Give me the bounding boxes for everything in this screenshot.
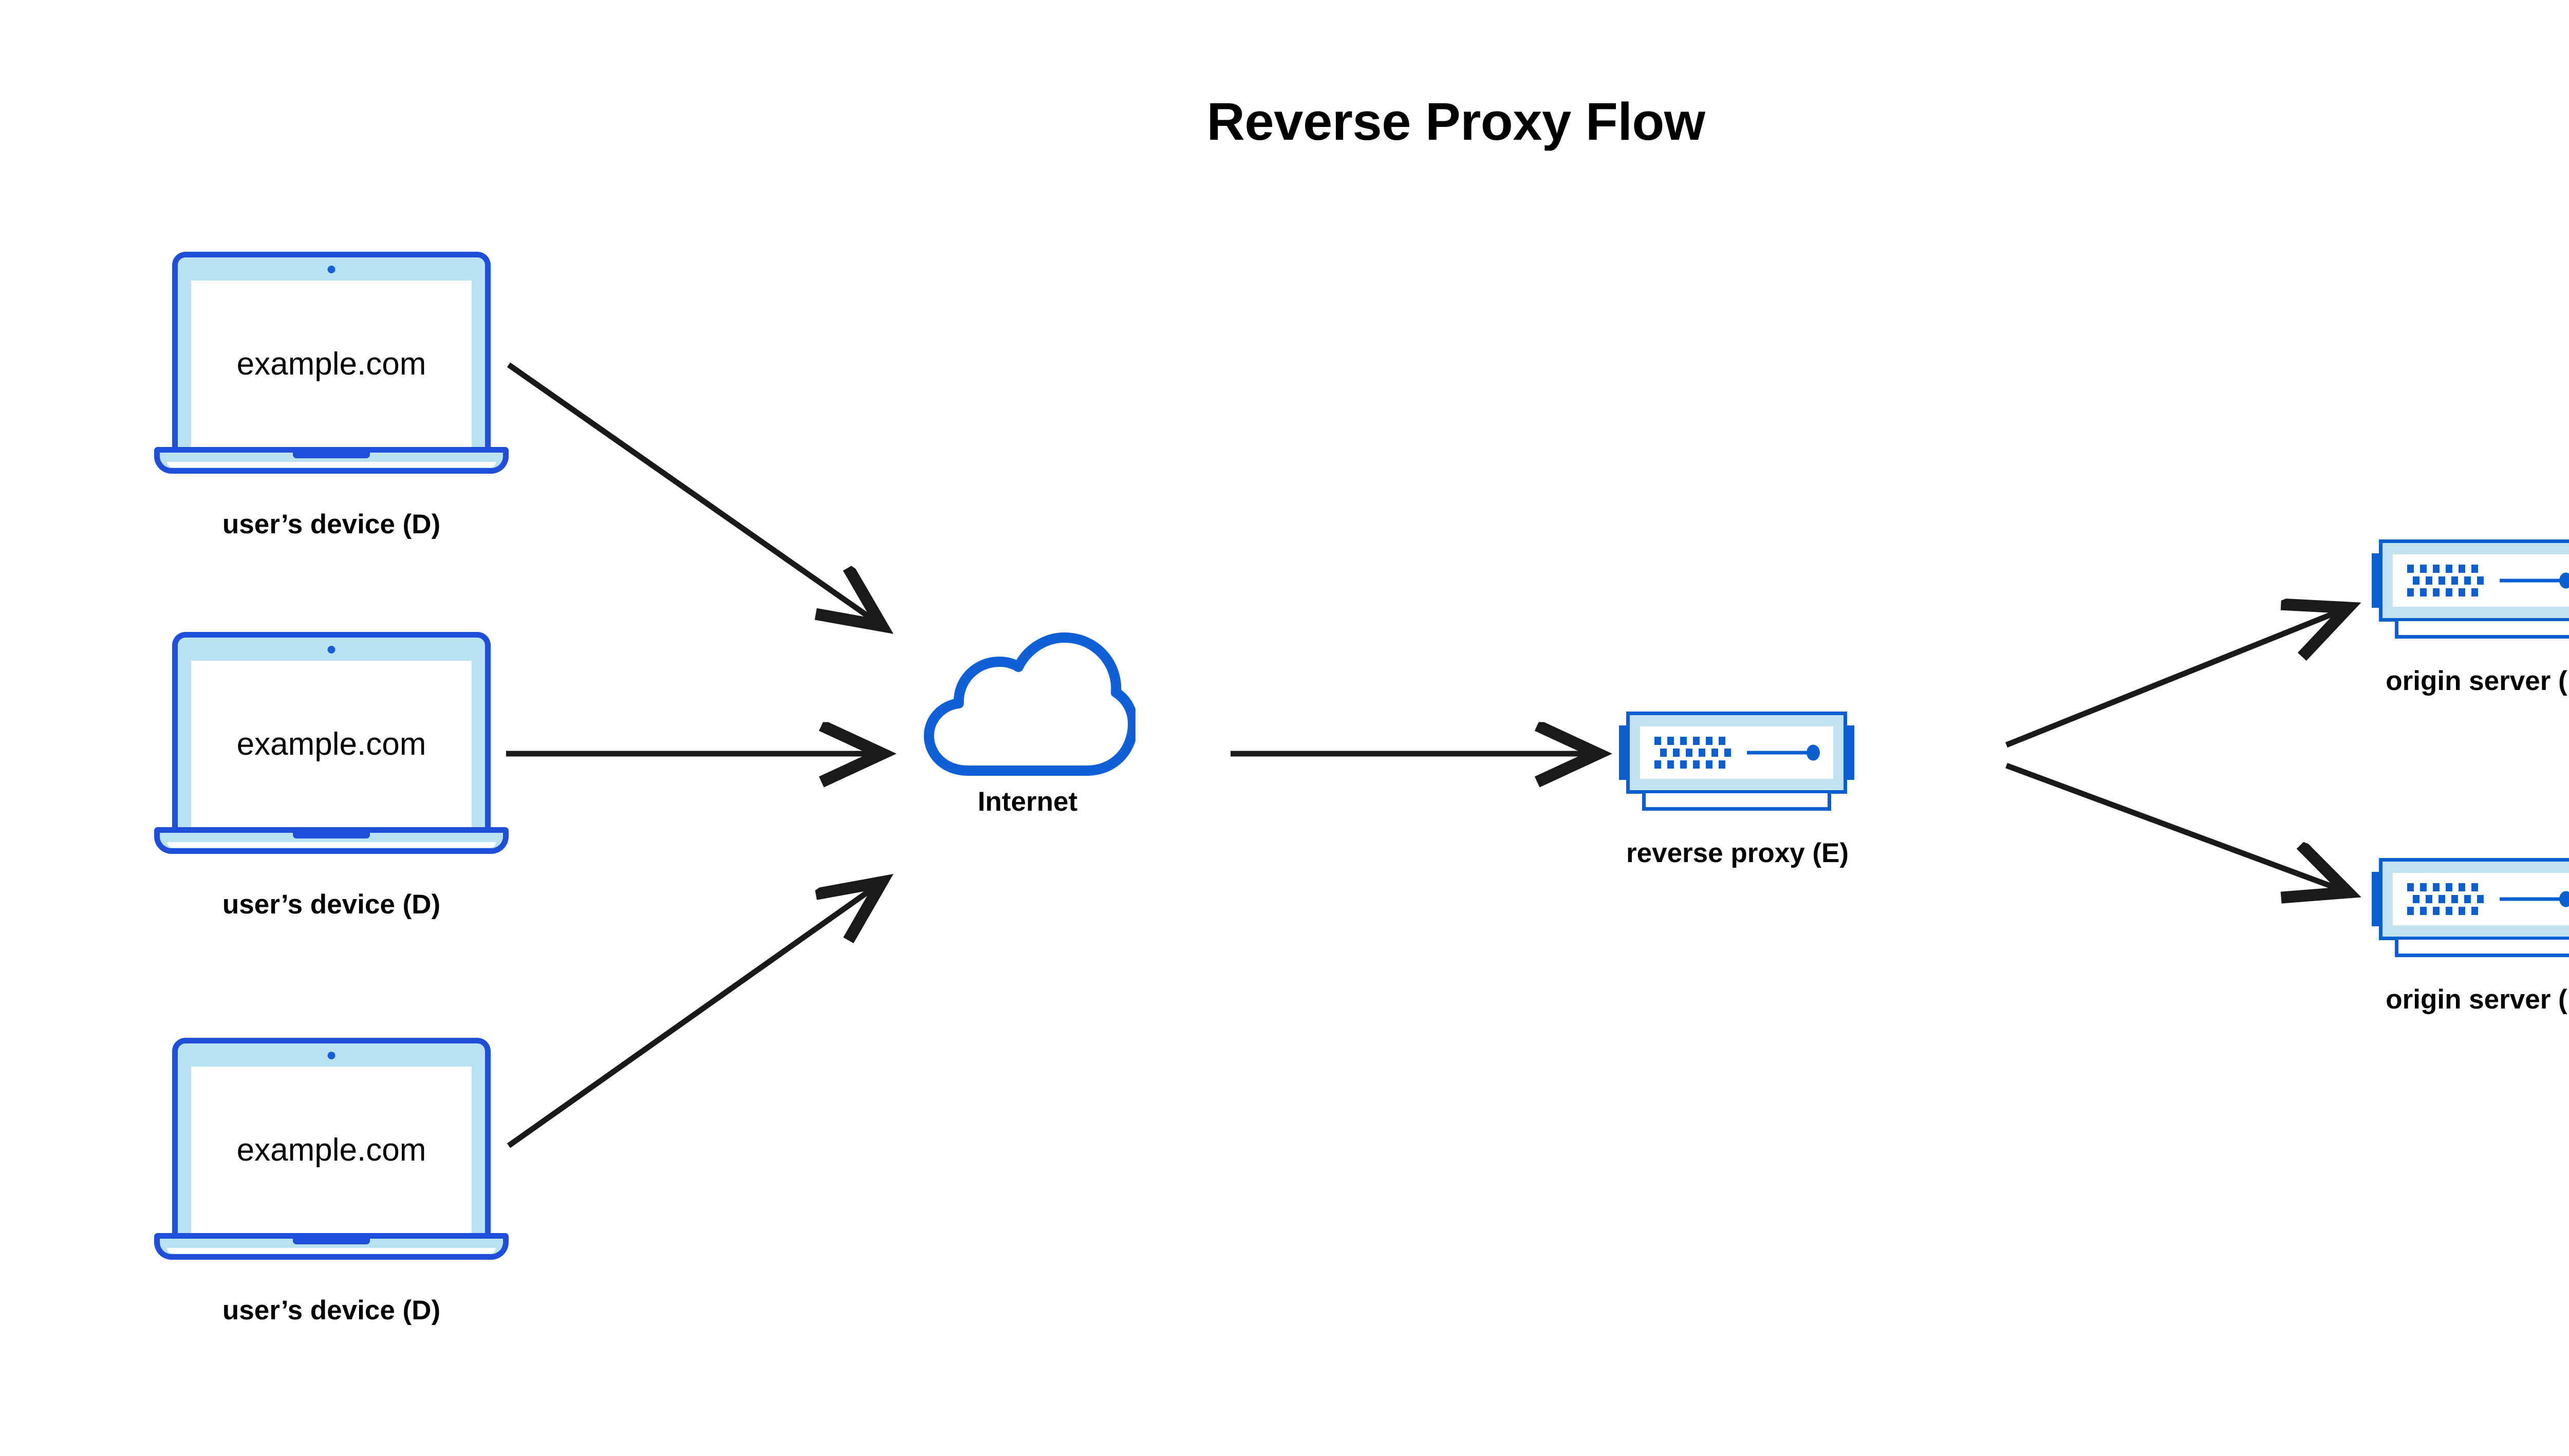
laptop-base-highlight — [167, 1248, 496, 1254]
laptop-base-highlight — [167, 842, 496, 848]
laptop-base — [154, 447, 509, 474]
server-icon — [2372, 539, 2569, 622]
node-label-user-device-middle: user’s device (D) — [222, 889, 441, 920]
server-power-indicator — [1807, 744, 1820, 761]
node-label-internet: Internet — [977, 787, 1078, 817]
camera-icon — [327, 266, 336, 273]
browser-url-text: example.com — [236, 1132, 426, 1168]
flow-arrow-proxy-to-origin-bottom — [2005, 762, 2345, 891]
server-status-line — [1747, 751, 1808, 755]
server-power-indicator — [2559, 572, 2569, 589]
laptop-base — [154, 827, 509, 854]
server-panel — [2393, 554, 2569, 607]
server-power-indicator — [2559, 891, 2569, 907]
laptop-screen: example.com — [191, 1067, 472, 1233]
cloud-icon — [924, 632, 1139, 776]
server-frame — [2379, 539, 2569, 622]
browser-url-text: example.com — [236, 726, 426, 762]
laptop-notch — [293, 1238, 370, 1244]
laptop-lid: example.com — [172, 632, 491, 827]
node-user-device-bottom[interactable]: example.com user’s device (D) — [154, 1038, 509, 1326]
node-label-user-device-top: user’s device (D) — [222, 509, 441, 539]
server-shelf — [2395, 621, 2569, 639]
server-frame — [2379, 858, 2569, 940]
flow-arrow-device-top-to-internet — [507, 362, 880, 624]
laptop-lid: example.com — [172, 252, 491, 447]
server-shelf — [1642, 793, 1831, 811]
server-status-line — [2500, 897, 2560, 901]
browser-url-text: example.com — [236, 346, 426, 382]
page-title: Reverse Proxy Flow — [1206, 92, 1705, 151]
node-origin-server-bottom[interactable]: origin server (F) — [2372, 858, 2569, 1015]
node-internet[interactable]: Internet — [920, 632, 1139, 817]
server-shelf — [2395, 940, 2569, 957]
laptop-notch — [293, 452, 370, 458]
node-user-device-top[interactable]: example.com user’s device (D) — [154, 252, 509, 539]
camera-icon — [327, 1052, 336, 1059]
server-icon — [1619, 712, 1854, 794]
server-led-grid — [2407, 565, 2484, 596]
laptop-notch — [293, 832, 370, 838]
laptop-base-highlight — [167, 462, 496, 468]
camera-icon — [327, 646, 336, 654]
node-user-device-middle[interactable]: example.com user’s device (D) — [154, 632, 509, 920]
server-led-grid — [2407, 883, 2484, 915]
laptop-lid: example.com — [172, 1038, 491, 1233]
node-label-origin-server-top: origin server (F) — [2386, 666, 2569, 696]
node-label-reverse-proxy: reverse proxy (E) — [1626, 838, 1849, 868]
server-led-grid — [1654, 737, 1731, 769]
server-panel — [2393, 873, 2569, 925]
server-panel — [1640, 726, 1833, 779]
flow-arrow-proxy-to-origin-top — [2005, 609, 2345, 748]
server-icon — [2372, 858, 2569, 940]
node-origin-server-top[interactable]: origin server (F) — [2372, 539, 2569, 696]
node-reverse-proxy[interactable]: reverse proxy (E) — [1619, 712, 1854, 868]
laptop-screen: example.com — [191, 661, 472, 827]
node-label-user-device-bottom: user’s device (D) — [222, 1295, 441, 1326]
laptop-base — [154, 1233, 509, 1260]
laptop-screen: example.com — [191, 281, 472, 447]
server-status-line — [2500, 578, 2560, 583]
node-label-origin-server-bottom: origin server (F) — [2386, 984, 2569, 1015]
server-frame — [1626, 712, 1847, 794]
flow-arrow-device-bottom-to-internet — [507, 884, 880, 1148]
